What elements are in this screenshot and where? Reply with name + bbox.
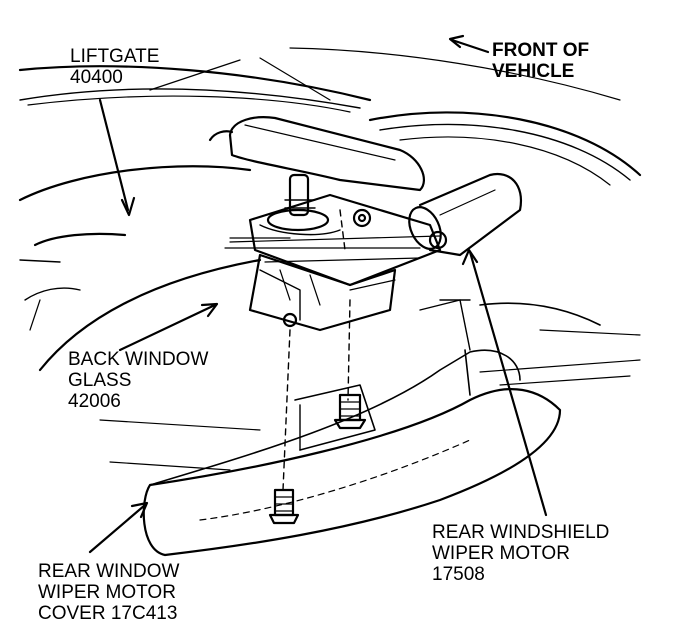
wiper-pivot-housing (208, 116, 426, 192)
label-cover-line2: WIPER MOTOR (38, 582, 176, 603)
cover-speed-lines (99, 237, 641, 471)
label-front-line2: VEHICLE (492, 61, 575, 82)
mounting-bolt-upper (333, 393, 367, 430)
label-rear-windshield-wiper-motor: REAR WINDSHIELD WIPER MOTOR 17508 (432, 522, 609, 585)
wiper-pivot-shaft (259, 173, 341, 236)
leader-back-window-glass (118, 302, 219, 352)
leader-front (448, 34, 490, 54)
mounting-bolt-lower (268, 488, 300, 525)
mounting-stud-guides (282, 209, 351, 491)
label-front-of-vehicle: FRONT OF VEHICLE (492, 40, 589, 82)
label-back-window-glass: BACK WINDOW GLASS 42006 (68, 349, 208, 412)
motor-gearbox (248, 253, 397, 332)
label-glass-line3: 42006 (68, 391, 121, 412)
label-motor-line2: WIPER MOTOR (432, 543, 570, 564)
label-rear-window-wiper-motor-cover: REAR WINDOW WIPER MOTOR COVER 17C413 (38, 561, 179, 624)
liftgate-outline (18, 47, 642, 186)
label-cover-line1: REAR WINDOW (38, 561, 180, 582)
leader-motor-cover (88, 501, 149, 554)
motor-cylinder (408, 172, 523, 257)
motor-bracket (224, 193, 448, 287)
label-liftgate-line2: 40400 (70, 67, 123, 88)
leader-liftgate (98, 98, 136, 217)
label-glass-line2: GLASS (68, 370, 132, 391)
label-glass-line1: BACK WINDOW (68, 349, 209, 370)
label-front-line1: FRONT OF (492, 40, 590, 61)
label-liftgate: LIFTGATE 40400 (70, 46, 159, 88)
label-motor-line1: REAR WINDSHIELD (432, 522, 610, 543)
back-window-glass-outline (18, 165, 262, 372)
label-motor-line3: 17508 (432, 564, 485, 585)
body-edge-right (439, 299, 601, 326)
label-liftgate-line1: LIFTGATE (70, 46, 160, 67)
label-cover-line3: COVER 17C413 (38, 603, 178, 624)
motor-cover (142, 299, 562, 557)
leader-wiper-motor (461, 248, 548, 517)
